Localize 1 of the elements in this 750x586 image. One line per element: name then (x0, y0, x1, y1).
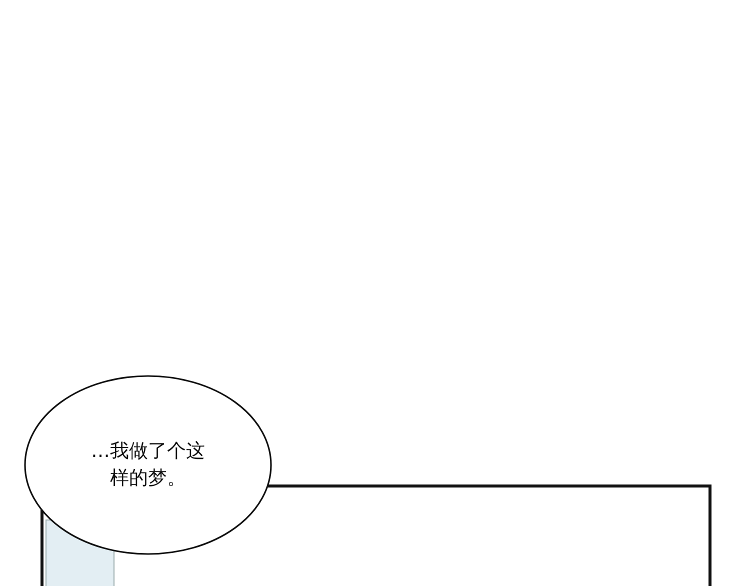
dialogue-text: …我做了个这样的梦。 (90, 439, 206, 491)
